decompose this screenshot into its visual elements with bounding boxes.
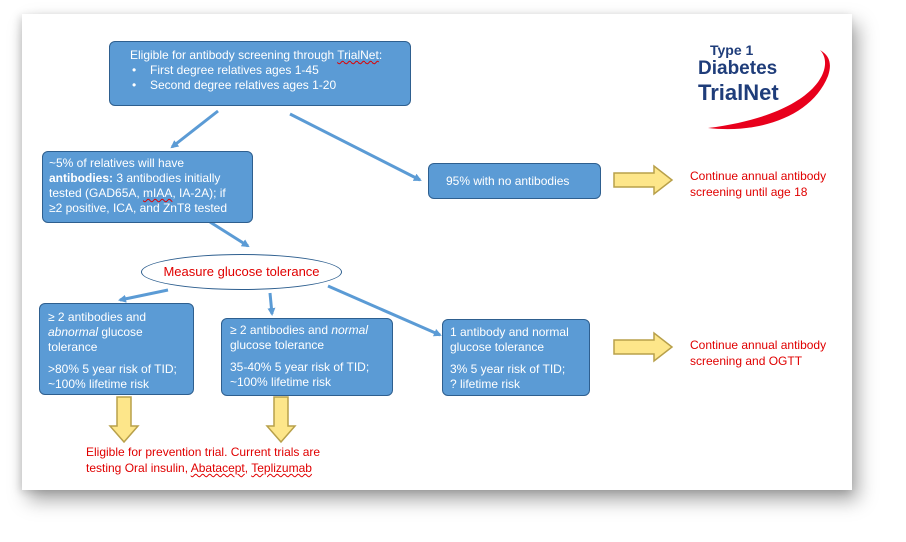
arrow-top-to-left bbox=[170, 109, 219, 149]
block-arrow-down-1 bbox=[108, 396, 140, 444]
trialnet-logo: Type 1 Diabetes TrialNet bbox=[690, 36, 840, 136]
block-arrow-down-2 bbox=[265, 396, 297, 444]
block-arrow-right-2 bbox=[613, 331, 674, 363]
continue-screening-ogtt: Continue annual antibody screening and O… bbox=[690, 338, 827, 368]
logo-trialnet: TrialNet bbox=[698, 80, 779, 105]
arrow-top-to-no-antibodies bbox=[289, 112, 422, 182]
arrow-left-to-oval bbox=[209, 220, 250, 248]
block-arrow-right-1 bbox=[613, 164, 674, 196]
arrow-oval-to-abnormal bbox=[118, 288, 169, 303]
eligibility-title: Eligible for antibody screening through … bbox=[130, 48, 383, 62]
eligibility-bullet-2: •Second degree relatives ages 1-20 bbox=[132, 78, 337, 92]
logo-diabetes: Diabetes bbox=[698, 58, 778, 79]
measure-glucose-oval: Measure glucose tolerance bbox=[141, 254, 342, 290]
antibody-relatives-box: ~5% of relatives will have antibodies: 3… bbox=[42, 151, 253, 223]
eligibility-bullet-1: •First degree relatives ages 1-45 bbox=[132, 63, 319, 77]
eligibility-box: Eligible for antibody screening through … bbox=[109, 41, 411, 106]
normal-glucose-box: ≥ 2 antibodies and normal glucose tolera… bbox=[221, 318, 393, 396]
prevention-trial-text: Eligible for prevention trial. Current t… bbox=[86, 445, 321, 475]
logo-type1: Type 1 bbox=[710, 42, 754, 58]
continue-screening-age18: Continue annual antibody screening until… bbox=[690, 169, 827, 199]
abnormal-glucose-box: ≥ 2 antibodies and abnormal glucose tole… bbox=[39, 303, 194, 395]
one-antibody-box: 1 antibody and normal glucose tolerance … bbox=[442, 319, 590, 396]
no-antibodies-box: 95% with no antibodies bbox=[428, 163, 601, 199]
arrow-oval-to-normal bbox=[267, 292, 276, 316]
arrow-oval-to-one-antibody bbox=[327, 284, 442, 337]
logo-swoosh-icon bbox=[708, 50, 830, 130]
